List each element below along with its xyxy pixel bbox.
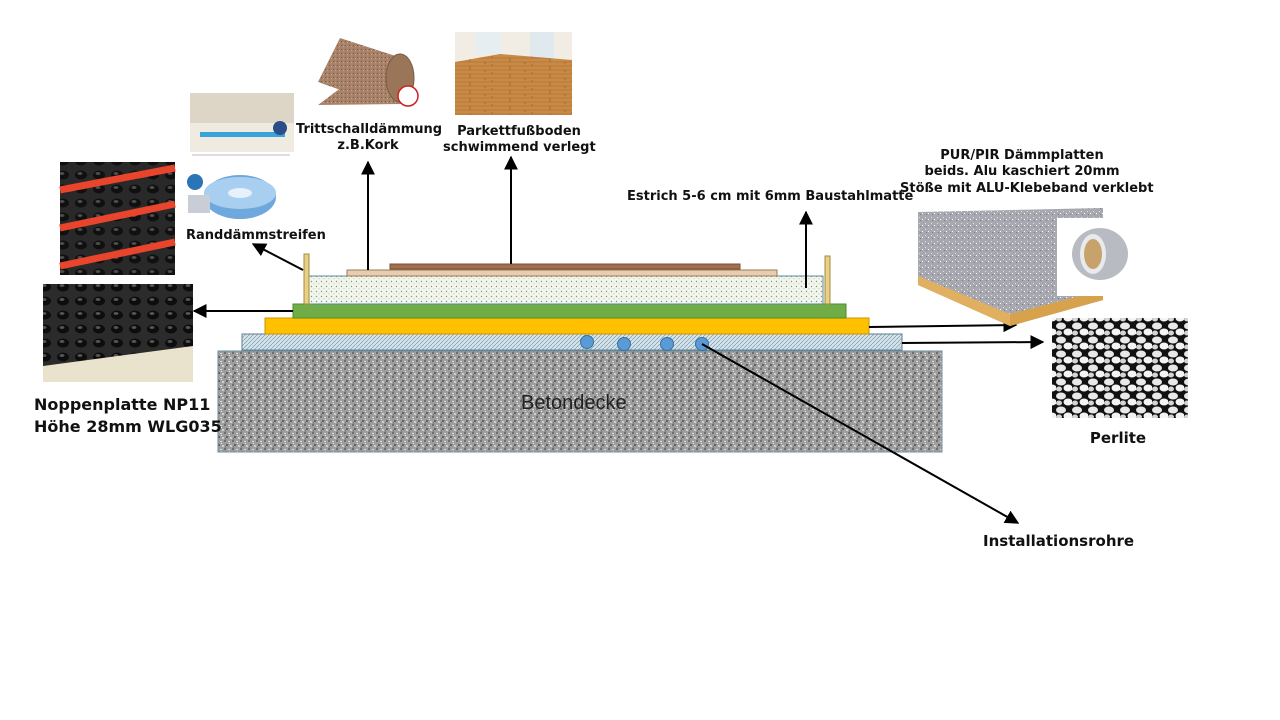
pur-pir-board-photo (918, 208, 1103, 326)
label-randdaemm: Randdämmstreifen (186, 228, 326, 243)
parquet-room-photo (455, 32, 572, 115)
label-perlite: Perlite (1089, 429, 1147, 447)
estrich-layer (308, 275, 824, 305)
pur-pir-insulation-layer (264, 317, 870, 335)
label-pur-line1: PUR/PIR Dämmplatten (940, 148, 1104, 163)
label-parkett: Parkettfußboden schwimmend verlegt (443, 124, 596, 157)
label-parkett-line2: schwimmend verlegt (443, 140, 596, 156)
label-installationsrohre: Installationsrohre (983, 532, 1135, 550)
label-trittschall-line1: Trittschalldämmung (296, 122, 443, 137)
installation-pipe (580, 335, 594, 349)
noppenplatte-layer (292, 303, 847, 319)
label-pur-line3: Stöße mit ALU-Klebeband verklebt (900, 180, 1154, 196)
edge-insulation-strip-right (824, 255, 831, 305)
cork-roll-photo (315, 30, 422, 110)
label-betondecke: Betondecke (521, 392, 627, 414)
label-trittschall-line2: z.B.Kork (337, 138, 399, 154)
label-noppen-line1: Noppenplatte NP11 (34, 395, 211, 414)
installation-pipe (617, 337, 631, 351)
label-trittschall: Trittschalldämmung z.B.Kork (296, 122, 443, 155)
underfloor-heating-photo (59, 162, 176, 275)
label-noppen-line2: Höhe 28mm WLG035 (34, 416, 222, 436)
perlite-photo (1052, 318, 1188, 418)
label-pur: PUR/PIR Dämmplatten beids. Alu kaschiert… (900, 148, 1154, 197)
arrow-pur (868, 318, 1018, 333)
perlite-fill-layer (241, 333, 903, 351)
edge-insulation-strip-left (303, 253, 310, 305)
edge-strip-roll-photo (186, 170, 278, 222)
arrow-perlite (901, 335, 1045, 350)
impact-sound-insulation-layer (346, 269, 778, 277)
alu-tape-photo (1057, 218, 1140, 296)
noppenplatte-photo (43, 284, 193, 382)
label-noppenplatte: Noppenplatte NP11 Höhe 28mm WLG035 (34, 394, 222, 437)
edge-strip-install-photo (190, 93, 294, 159)
label-parkett-line1: Parkettfußboden (457, 124, 581, 139)
arrow-installationsrohre (701, 343, 1020, 524)
label-estrich: Estrich 5-6 cm mit 6mm Baustahlmatte (627, 189, 914, 204)
label-pur-line2: beids. Alu kaschiert 20mm (924, 164, 1120, 180)
concrete-slab (217, 350, 943, 453)
installation-pipe (660, 337, 674, 351)
arrow-randdaemm (251, 243, 304, 271)
parquet-layer (389, 263, 741, 270)
